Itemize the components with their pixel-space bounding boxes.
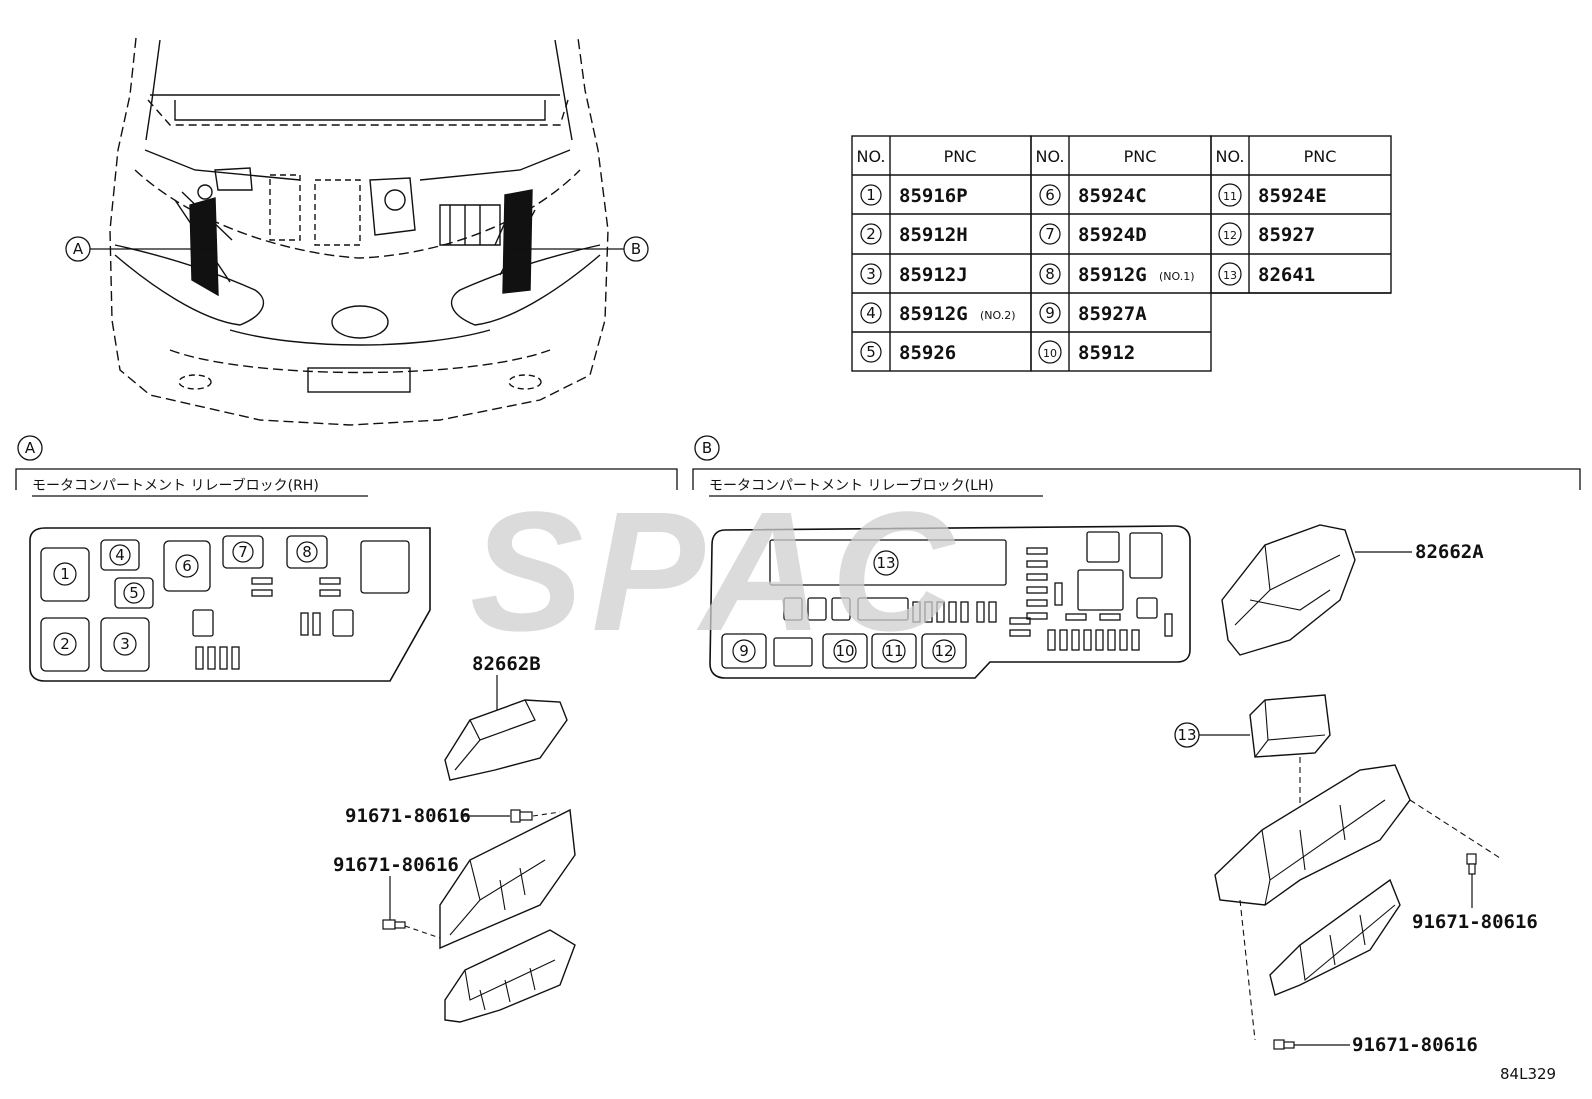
- part-label-82662a: 82662A: [1415, 541, 1484, 563]
- table-no: 7: [1045, 225, 1055, 243]
- header-pnc: PNC: [1304, 147, 1337, 166]
- table-no: 4: [866, 304, 876, 322]
- table-pnc: 85912J: [899, 264, 968, 286]
- part-label-screw-a2: 91671-80616: [333, 854, 459, 876]
- table-no: 10: [1043, 347, 1057, 360]
- table-pnc: 85912H: [899, 224, 968, 246]
- parts-table: [851, 135, 1392, 372]
- screw-icon: [510, 809, 533, 823]
- relay-label: 2: [60, 635, 70, 653]
- table-pnc: 85924C: [1078, 185, 1147, 207]
- table-no-circle: [860, 302, 882, 324]
- table-pnc: 85912: [1078, 342, 1135, 364]
- table-no-circle: [860, 184, 882, 206]
- screw-icon: [1273, 1039, 1295, 1050]
- drawing-reference: 84L329: [1500, 1065, 1556, 1083]
- callout-b-vehicle: B: [505, 236, 649, 262]
- table-no-circle: [860, 263, 882, 285]
- screw-icon: [1466, 853, 1477, 875]
- vehicle-front-illustration: [109, 37, 609, 426]
- part-label-screw-b2: 91671-80616: [1352, 1034, 1478, 1056]
- svg-text:A: A: [25, 439, 36, 457]
- table-pnc: 85927A: [1078, 303, 1147, 325]
- table-no-circle: [1218, 222, 1242, 246]
- table-pnc: 85926: [899, 342, 956, 364]
- relay-label: 7: [238, 543, 248, 561]
- watermark-logo: SPAC: [470, 477, 962, 667]
- table-pnc: 85927: [1258, 224, 1315, 246]
- part-label-82662b: 82662B: [472, 653, 541, 675]
- section-a: A モータコンパートメント リレーブロック(RH): [15, 435, 678, 1023]
- table-no-circle: [1039, 184, 1061, 206]
- table-pnc: 82641: [1258, 264, 1315, 286]
- header-no: NO.: [1036, 147, 1065, 166]
- relay-label: 12: [934, 642, 953, 660]
- relay-b-labels: 13 9 10 11 12: [732, 550, 956, 663]
- section-b: B モータコンパートメント リレーブロック(LH): [692, 435, 1581, 1056]
- table-pnc: 85924D: [1078, 224, 1147, 246]
- section-b-title: モータコンパートメント リレーブロック(LH): [709, 477, 994, 494]
- header-no: NO.: [857, 147, 886, 166]
- part-label-screw-a1: 91671-80616: [345, 805, 471, 827]
- table-pnc-suffix: (NO.2): [980, 309, 1016, 322]
- table-no: 12: [1223, 229, 1237, 242]
- screw-icon: [382, 919, 406, 930]
- table-no-circle: [1218, 262, 1242, 286]
- callout-a-vehicle: A: [65, 236, 215, 262]
- table-pnc: 85912G: [1078, 264, 1147, 286]
- table-no-circle: [1039, 302, 1061, 324]
- relay-label: 8: [302, 543, 312, 561]
- table-pnc: 85916P: [899, 185, 968, 207]
- relay-label: 9: [739, 642, 749, 660]
- table-no-circle: [1039, 223, 1061, 245]
- relay-label: 4: [115, 546, 125, 564]
- table-no-circle: [1038, 340, 1062, 364]
- table-pnc: 85924E: [1258, 185, 1327, 207]
- table-no: 11: [1223, 190, 1237, 203]
- table-no: 9: [1045, 304, 1055, 322]
- table-no-circle: [1218, 183, 1242, 207]
- relay-label: 1: [60, 565, 70, 583]
- header-no: NO.: [1216, 147, 1245, 166]
- item-13-label: 13: [1177, 726, 1196, 744]
- part-label-screw-b1: 91671-80616: [1412, 911, 1538, 933]
- header-pnc: PNC: [944, 147, 977, 166]
- table-no-circle: [860, 223, 882, 245]
- table-no-circle: [1039, 263, 1061, 285]
- parts-table-header: NO. PNC NO. PNC NO. PNC: [857, 147, 1337, 166]
- svg-text:B: B: [702, 439, 712, 457]
- table-pnc-suffix: (NO.1): [1159, 270, 1195, 283]
- table-pnc: 85912G: [899, 303, 968, 325]
- svg-text:B: B: [631, 240, 641, 258]
- table-no: 6: [1045, 186, 1055, 204]
- table-no: 13: [1223, 269, 1237, 282]
- relay-label: 13: [876, 554, 895, 572]
- relay-a-labels: 1 2 3 4 5 6 7 8: [53, 541, 318, 656]
- table-no-circle: [860, 341, 882, 363]
- svg-text:A: A: [73, 240, 84, 258]
- relay-label: 3: [120, 635, 130, 653]
- relay-label: 5: [129, 584, 139, 602]
- relay-label: 6: [182, 557, 192, 575]
- table-no: 1: [866, 186, 876, 204]
- relay-label: 11: [884, 642, 903, 660]
- table-no: 2: [866, 225, 876, 243]
- table-no: 8: [1045, 265, 1055, 283]
- relay-label: 10: [835, 642, 854, 660]
- table-no: 3: [866, 265, 876, 283]
- section-a-title: モータコンパートメント リレーブロック(RH): [32, 477, 319, 494]
- header-pnc: PNC: [1124, 147, 1157, 166]
- table-no: 5: [866, 343, 876, 361]
